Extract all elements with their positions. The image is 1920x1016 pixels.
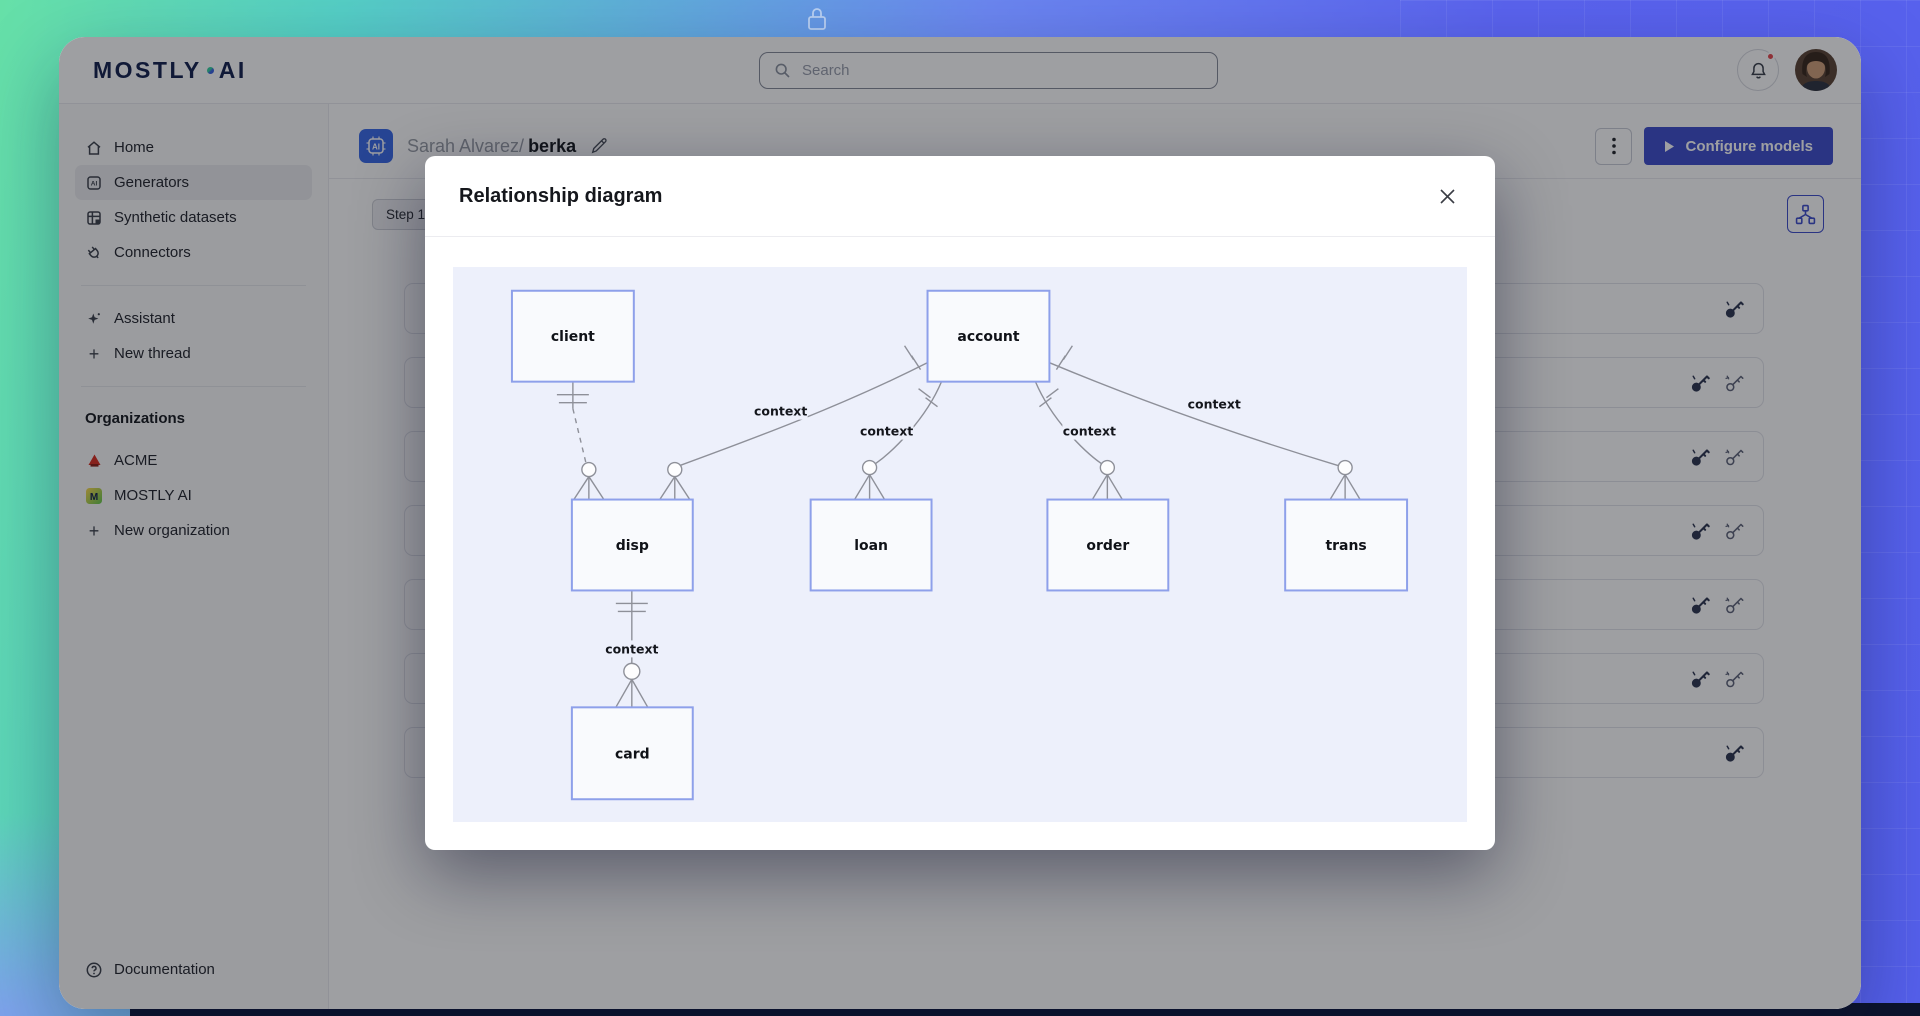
er-node-label: card [615,746,650,762]
er-diagram: context context context context context clien… [453,267,1467,822]
edge-label: context [1188,397,1241,412]
lock-icon [806,6,828,32]
edge-label: context [754,404,807,419]
er-node-label: account [957,329,1019,345]
er-node-label: order [1086,538,1129,554]
relationship-diagram-modal: Relationship diagram contextcontextconte… [425,156,1495,850]
edge-label: context [860,424,913,439]
modal-body: context context context context context clien… [425,237,1495,850]
edge-label: context [605,641,658,656]
modal-close-button[interactable] [1433,182,1461,210]
modal-header: Relationship diagram [425,156,1495,237]
er-diagram-canvas[interactable]: context context context context context clien… [453,267,1467,822]
er-node-label: client [551,329,595,345]
close-icon [1439,188,1456,205]
er-node-label: loan [854,538,888,554]
er-node-label: trans [1325,538,1366,554]
er-node-label: disp [616,538,649,554]
modal-title: Relationship diagram [459,185,662,208]
edge-label: context [1063,424,1116,439]
